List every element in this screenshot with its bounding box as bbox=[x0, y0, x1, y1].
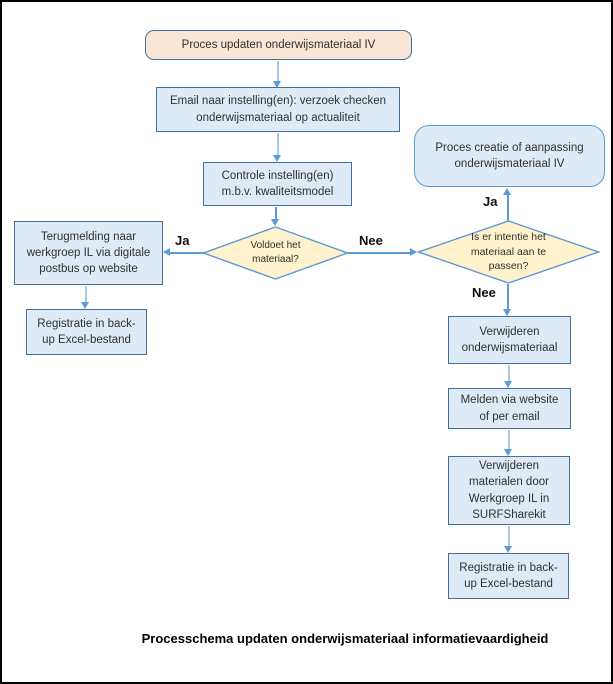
node-registratie-excel-rechts: Registratie in back-up Excel-bestand bbox=[448, 553, 569, 599]
diamond-shape bbox=[202, 226, 349, 280]
arrow-decision2-verwijderen-head bbox=[503, 309, 511, 316]
arrow-email-controle-line bbox=[277, 133, 279, 155]
arrow-verwijderen-melden-head bbox=[504, 381, 512, 388]
arrow-terugmelding-registratie-line bbox=[85, 286, 87, 303]
arrow-start-email-head bbox=[273, 81, 281, 88]
node-email-instellingen: Email naar instelling(en): verzoek check… bbox=[156, 87, 400, 132]
arrow-melden-materialen-line bbox=[508, 430, 510, 449]
edge-label-ja-links: Ja bbox=[175, 233, 190, 248]
arrow-materialen-registratie-line bbox=[508, 526, 510, 546]
edge-label-ja-rechts: Ja bbox=[483, 194, 498, 209]
arrow-decision1-terugmelding-line bbox=[170, 252, 204, 254]
arrow-verwijderen-melden-line bbox=[508, 365, 510, 381]
diamond-shape bbox=[417, 220, 600, 284]
arrow-decision1-decision2-head bbox=[410, 248, 417, 256]
node-start-proces-updaten: Proces updaten onderwijsmateriaal IV bbox=[145, 30, 412, 60]
arrow-email-controle-head bbox=[273, 155, 281, 162]
edge-label-nee-rechts: Nee bbox=[472, 285, 496, 300]
arrow-decision2-creatie-head bbox=[503, 188, 511, 195]
arrow-decision2-verwijderen-line bbox=[507, 284, 509, 309]
edge-label-nee-links: Nee bbox=[359, 233, 383, 248]
arrow-decision2-creatie-line bbox=[507, 194, 509, 221]
arrow-controle-decision1-line bbox=[275, 207, 277, 220]
arrow-decision1-terugmelding-head bbox=[163, 248, 170, 256]
arrow-controle-decision1-head bbox=[271, 219, 279, 226]
arrow-decision1-decision2-line bbox=[348, 252, 411, 254]
arrow-start-email-line bbox=[277, 61, 279, 82]
arrow-materialen-registratie-head bbox=[504, 546, 512, 553]
node-controle-kwaliteitsmodel: Controle instelling(en)m.b.v. kwaliteits… bbox=[203, 162, 352, 206]
node-registratie-excel-links: Registratie in back-up Excel-bestand bbox=[26, 309, 147, 355]
arrow-melden-materialen-head bbox=[504, 449, 512, 456]
arrow-terugmelding-registratie-head bbox=[81, 302, 89, 309]
diagram-caption: Processchema updaten onderwijsmateriaal … bbox=[141, 631, 549, 646]
